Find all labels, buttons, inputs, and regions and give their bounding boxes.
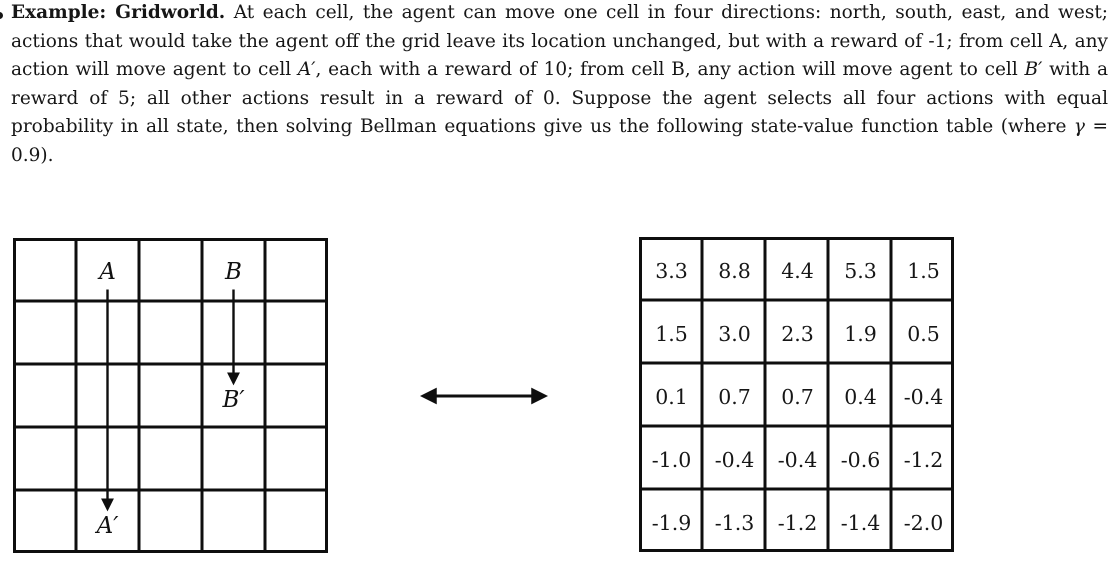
value-cell-r2c3: 0.4 [844,384,877,409]
value-cell-r1c0: 1.5 [655,321,688,346]
value-cell-r4c4: -2.0 [903,510,944,535]
gridworld-diagram: A B B′ A′ [13,238,328,553]
value-cell-r3c4: -1.2 [903,447,944,472]
value-cell-r3c1: -0.4 [714,447,755,472]
value-cell-r1c3: 1.9 [844,321,877,346]
grid-label-B: B [225,258,242,285]
value-cell-r3c0: -1.0 [651,447,692,472]
text-run: At each cell, the agent can move one cel… [11,2,1108,81]
value-cell-r0c2: 4.4 [781,258,814,283]
value-cell-r4c1: -1.3 [714,510,755,535]
state-value-table: 3.3 8.8 4.4 5.3 1.5 1.5 3.0 2.3 1.9 0.5 0.1 0.7 0.7 0… [639,237,954,552]
value-cell-r0c3: 5.3 [844,258,877,283]
value-cell-r2c4: -0.4 [903,384,944,409]
grid-label-A: A [99,258,116,285]
text-run: γ [1073,116,1085,138]
text-run: with a reward of 5; all other actions re… [11,59,1108,138]
gridworld-grid-lines [13,238,328,553]
double-arrow-connector [419,387,549,405]
value-cell-r3c3: -0.6 [840,447,881,472]
value-cell-r4c2: -1.2 [777,510,818,535]
value-cell-r0c1: 8.8 [718,258,751,283]
text-run: B′ [1024,59,1043,81]
value-cell-r1c1: 3.0 [718,321,751,346]
grid-label-A-prime: A′ [96,512,119,539]
text-run: = 0.9). [11,116,1108,166]
list-bullet [0,12,3,19]
grid-label-B-prime: B′ [222,386,245,413]
text-run: , each with a reward of 10; from cell B,… [315,59,1025,81]
example-paragraph: Example: Gridworld. At each cell, the ag… [11,0,1108,171]
value-cell-r2c1: 0.7 [718,384,751,409]
text-run: Example: Gridworld. [11,2,226,23]
value-cell-r1c2: 2.3 [781,321,814,346]
value-cell-r0c0: 3.3 [655,258,688,283]
value-cell-r4c3: -1.4 [840,510,881,535]
value-cell-r1c4: 0.5 [907,321,940,346]
text-run: A′ [297,59,316,81]
value-cell-r4c0: -1.9 [651,510,692,535]
value-cell-r2c2: 0.7 [781,384,814,409]
value-cell-r0c4: 1.5 [907,258,940,283]
value-cell-r2c0: 0.1 [655,384,688,409]
value-grid-lines [639,237,954,552]
value-cell-r3c2: -0.4 [777,447,818,472]
